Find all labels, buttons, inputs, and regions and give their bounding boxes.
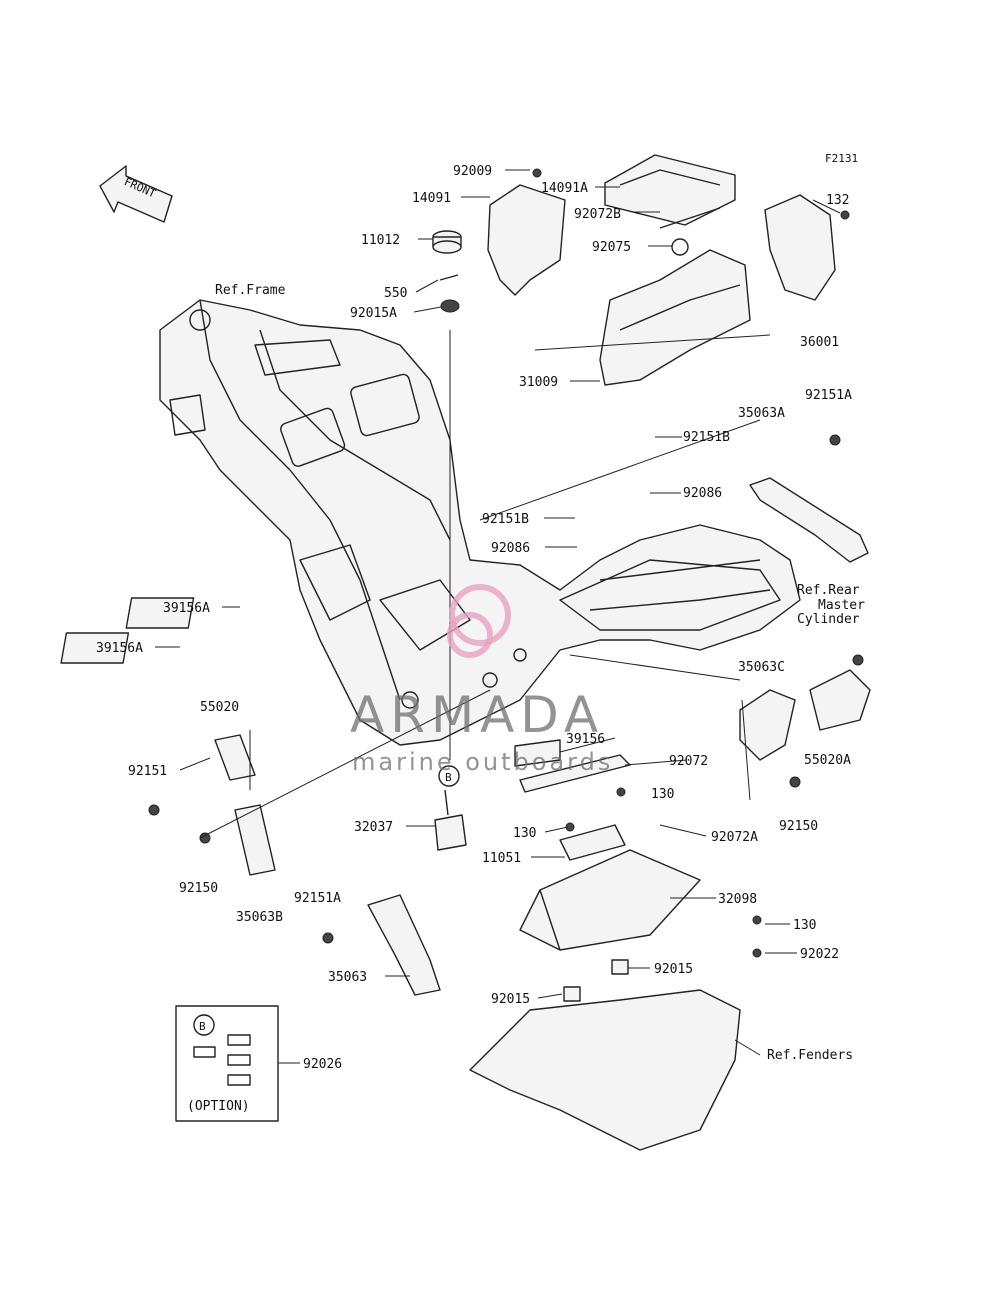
ref-rear-label: Ref.Rear: [797, 583, 860, 598]
figure-code: F2131: [825, 152, 858, 165]
ref-master-label: Master: [818, 598, 865, 613]
leader-lines: [155, 169, 841, 1064]
part-label: 130: [513, 826, 536, 841]
option-box: B (OPTION): [175, 1005, 279, 1122]
part-label: 92022: [800, 947, 839, 962]
part-label: 92150: [179, 881, 218, 896]
part-label: 39156: [566, 732, 605, 747]
battery-tray-drawing: [469, 739, 762, 1151]
part-label: 92072B: [574, 207, 621, 222]
option-label: (OPTION): [187, 1099, 250, 1114]
part-label: 92015: [491, 992, 530, 1007]
part-labels: 92009 14091A 14091 132 92072B 11012 9207…: [96, 164, 852, 1072]
part-label: 36001: [800, 335, 839, 350]
reference-labels: Ref.Frame Ref.Rear Master Cylinder Ref.F…: [215, 283, 865, 1063]
right-footrest-drawing: [739, 434, 871, 788]
part-label: 39156A: [96, 641, 143, 656]
left-footrest-drawing: [60, 597, 467, 996]
part-label: 55020: [200, 700, 239, 715]
part-label: 130: [651, 787, 674, 802]
ref-frame-label: Ref.Frame: [215, 283, 286, 298]
part-label: 35063C: [738, 660, 785, 675]
part-label: 92151A: [805, 388, 852, 403]
part-label: 92086: [683, 486, 722, 501]
part-label: 92151B: [482, 512, 529, 527]
part-label: 92086: [491, 541, 530, 556]
ref-cylinder-label: Cylinder: [797, 612, 860, 627]
part-label: 92150: [779, 819, 818, 834]
battery-case-drawing: [432, 154, 850, 386]
watermark-tagline: marine outboards: [352, 748, 613, 776]
watermark: ARMADA marine outboards: [350, 584, 613, 776]
part-label: 32098: [718, 892, 757, 907]
part-label: 92072A: [711, 830, 758, 845]
part-label: 55020A: [804, 753, 851, 768]
part-label: 35063: [328, 970, 367, 985]
part-label: 32037: [354, 820, 393, 835]
svg-text:B: B: [445, 771, 452, 784]
part-label: 92009: [453, 164, 492, 179]
frame-drawing: [159, 299, 801, 746]
part-label: 92151B: [683, 430, 730, 445]
part-label: 92075: [592, 240, 631, 255]
part-label: 92151: [128, 764, 167, 779]
part-label: 14091: [412, 191, 451, 206]
part-label: 31009: [519, 375, 558, 390]
part-label: 11012: [361, 233, 400, 248]
part-label: 132: [826, 193, 849, 208]
part-label: 35063A: [738, 406, 785, 421]
part-label: 39156A: [163, 601, 210, 616]
part-label: 35063B: [236, 910, 283, 925]
part-label: 92015A: [350, 306, 397, 321]
option-marker-b: B: [199, 1020, 206, 1033]
part-label: 92072: [669, 754, 708, 769]
marker-b: B: [438, 765, 460, 787]
part-label: 92026: [303, 1057, 342, 1072]
part-label: 14091A: [541, 181, 588, 196]
part-label: 92015: [654, 962, 693, 977]
part-label: 92151A: [294, 891, 341, 906]
watermark-brand: ARMADA: [350, 686, 604, 744]
part-label: 130: [793, 918, 816, 933]
part-label: 11051: [482, 851, 521, 866]
watermark-logo-icon: [449, 584, 511, 646]
ref-fenders-label: Ref.Fenders: [767, 1048, 853, 1063]
part-label: 550: [384, 286, 407, 301]
front-arrow-icon: FRONT: [99, 165, 173, 223]
